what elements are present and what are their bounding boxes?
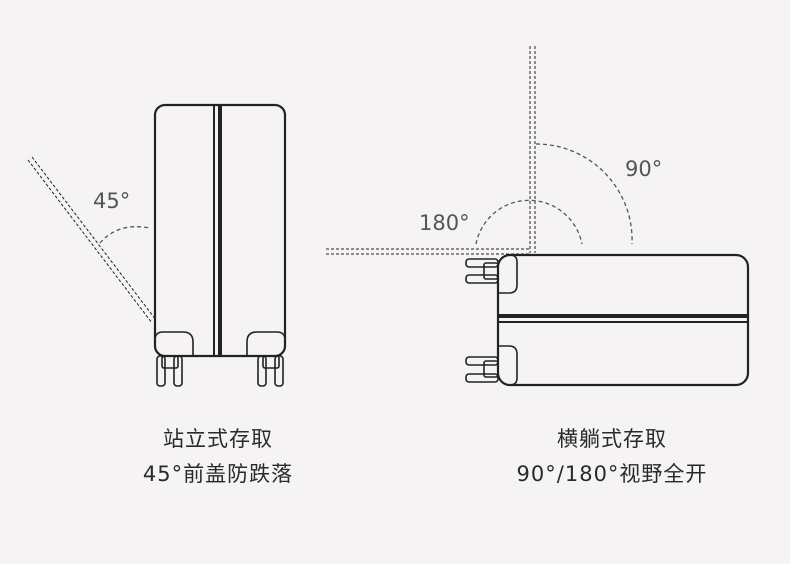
angle-label-180: 180° xyxy=(419,211,470,235)
angle-arc-45 xyxy=(99,226,151,244)
side-corner-top xyxy=(498,254,518,294)
open-lid-45 xyxy=(27,156,157,324)
angle-label-45: 45° xyxy=(93,189,130,213)
suitcase-body-lying xyxy=(496,253,750,387)
wheel-left xyxy=(156,355,183,387)
bottom-corner-right xyxy=(246,331,286,356)
lying-suitcase xyxy=(326,46,750,387)
open-lid-90 xyxy=(529,46,536,253)
angle-arc-180 xyxy=(475,199,583,245)
upright-suitcase xyxy=(27,103,287,387)
center-divider xyxy=(213,105,222,356)
angle-label-90: 90° xyxy=(625,157,662,181)
bottom-corner-left xyxy=(154,331,194,356)
wheel-right xyxy=(257,355,284,387)
caption-lying-subtitle: 90°/180°视野全开 xyxy=(516,462,708,486)
wheel-top xyxy=(465,258,499,284)
angle-arc-90 xyxy=(535,143,633,245)
caption-upright-subtitle: 45°前盖防跌落 xyxy=(142,462,294,486)
caption-lying: 横躺式存取 90°/180°视野全开 xyxy=(442,422,782,492)
caption-upright-title: 站立式存取 xyxy=(163,427,273,451)
center-divider-lying xyxy=(498,314,748,323)
caption-upright: 站立式存取 45°前盖防跌落 xyxy=(48,422,388,492)
wheel-bottom xyxy=(465,356,499,383)
open-lid-180 xyxy=(326,248,530,255)
side-corner-bottom xyxy=(498,345,518,386)
caption-lying-title: 横躺式存取 xyxy=(557,427,667,451)
